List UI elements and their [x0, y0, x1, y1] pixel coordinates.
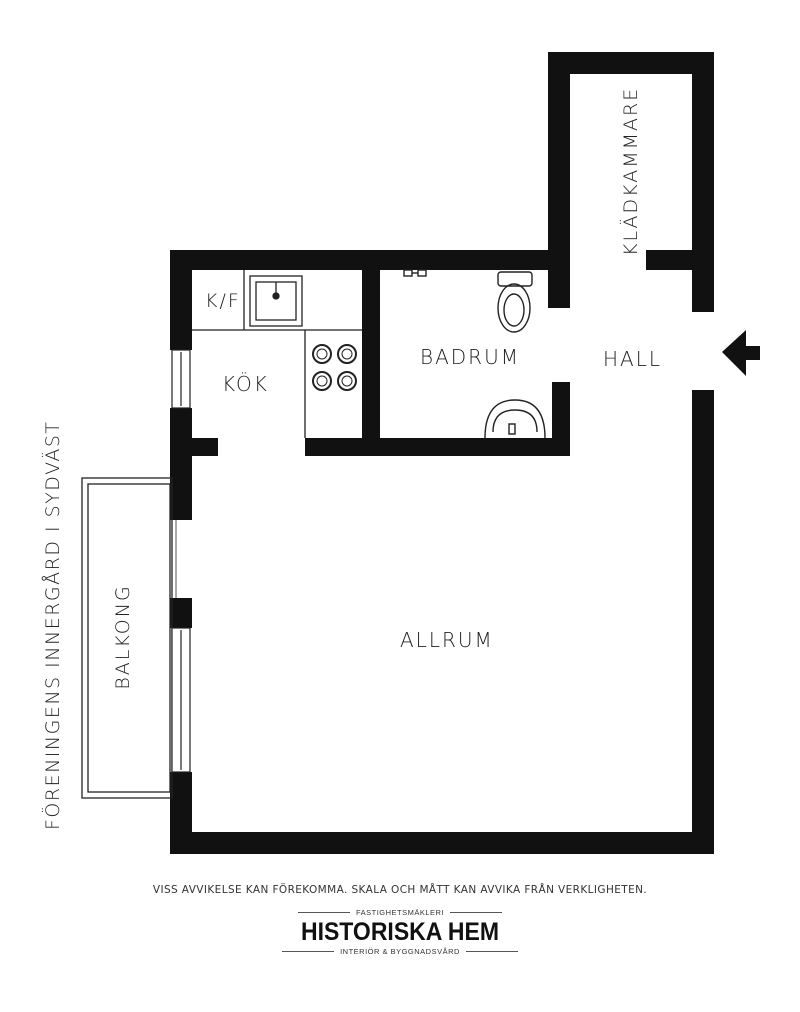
- entrance-arrow-icon: [722, 330, 760, 376]
- room-label-allrum: ALLRUM: [400, 628, 494, 652]
- wall-left-mid: [170, 408, 192, 520]
- wall-left-upper: [170, 250, 192, 350]
- logo-tagline-bottom: INTERIÖR & BYGGNADSVÅRD: [340, 947, 460, 956]
- logo-tagline-top: FASTIGHETSMÄKLERI: [355, 908, 445, 917]
- room-label-kok: KÖK: [222, 372, 269, 396]
- room-label-hall: HALL: [603, 347, 663, 371]
- washbasin-icon: [484, 399, 546, 439]
- wall-right-upper: [692, 54, 714, 312]
- shower-valve-icon: [403, 269, 427, 277]
- wall-right-lower: [692, 390, 714, 854]
- toilet-icon: [497, 271, 533, 333]
- sink-icon: [249, 275, 303, 327]
- wall-left-lower-stub: [170, 598, 192, 628]
- room-label-badrum: BADRUM: [420, 345, 520, 369]
- wall-bottom: [170, 832, 714, 854]
- orientation-label: FÖRENINGENS INNERGÅRD I SYDVÄST: [42, 420, 64, 830]
- disclaimer-text: VISS AVVIKELSE KAN FÖREKOMMA. SKALA OCH …: [152, 884, 648, 896]
- wall-bath-bottom: [305, 438, 570, 456]
- floor-plan: [81, 52, 760, 854]
- stove-icon: [312, 344, 357, 391]
- balcony-outline-inner: [87, 483, 171, 793]
- logo-name: HISTORISKA HEM: [300, 918, 500, 946]
- brand-logo: FASTIGHETSMÄKLERI HISTORISKA HEM INTERIÖ…: [250, 908, 550, 956]
- wall-bath-left: [362, 260, 380, 440]
- room-label-kf: K/F: [205, 290, 241, 312]
- room-label-balkong: BALKONG: [112, 584, 134, 690]
- wall-closet-stub: [646, 250, 702, 270]
- room-label-kladkammare: KLÄDKAMMARE: [620, 86, 642, 256]
- wall-kitchen-stub: [180, 438, 218, 456]
- wall-closet-left: [548, 52, 570, 308]
- wall-closet-top: [548, 52, 714, 74]
- wall-bath-right-lower: [552, 382, 570, 456]
